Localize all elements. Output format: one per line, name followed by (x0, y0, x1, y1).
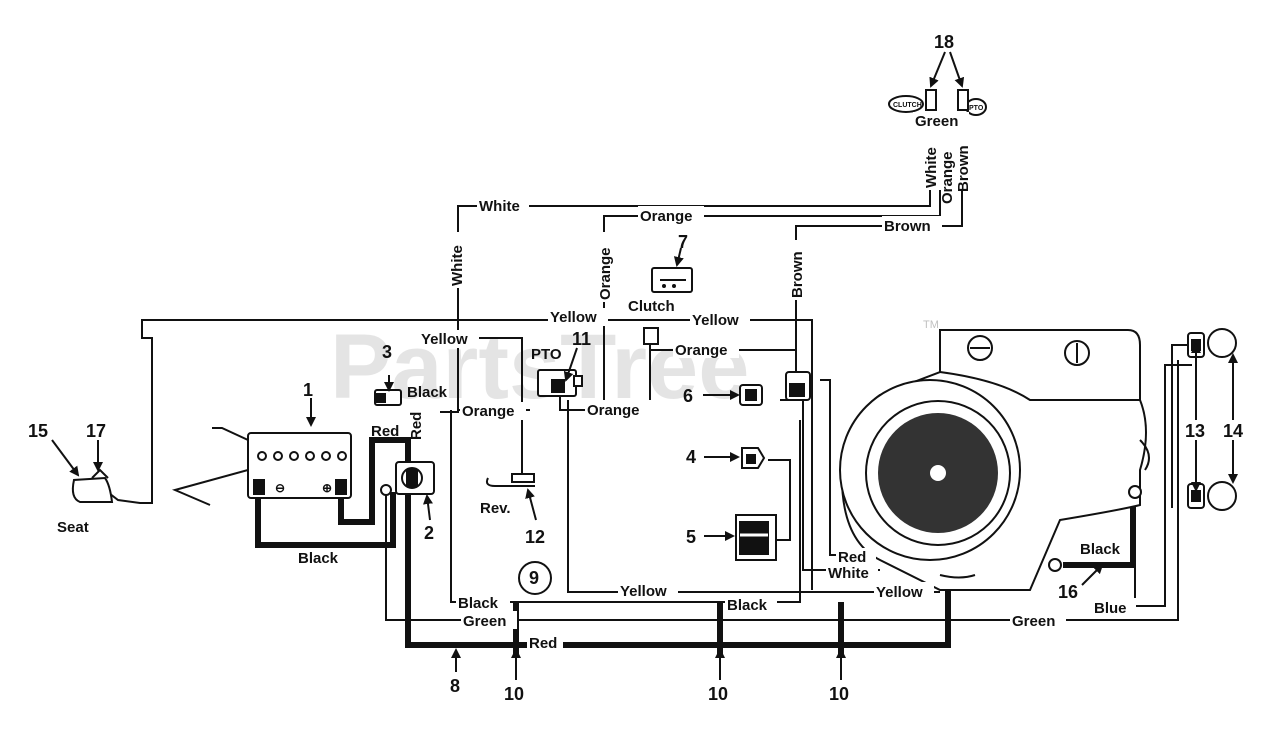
callout-3: 3 (382, 342, 392, 362)
label-orange-pto: Orange (462, 403, 515, 420)
label-red-vertical: Red (408, 412, 425, 440)
label-orange-18: Orange (939, 151, 956, 204)
clutch-light-label: CLUTCH (893, 102, 922, 109)
label-black-switch3: Black (407, 384, 448, 401)
callout-8: 8 (450, 676, 460, 696)
callout-arrows (51, 51, 1238, 680)
switch-3 (374, 389, 402, 406)
label-brown-vertical: Brown (789, 251, 806, 298)
label-yellow-bottom: Yellow (620, 583, 667, 600)
label-black-engine: Black (1080, 541, 1121, 558)
label-green-top: Green (915, 113, 958, 130)
label-blue: Blue (1094, 600, 1127, 617)
watermark-tm: TM (923, 319, 939, 331)
label-pto: PTO (531, 346, 562, 363)
callout-10b: 10 (708, 684, 728, 704)
wire-labels: White White Orange Orange Brown Brown Ye… (57, 112, 1136, 652)
callout-1: 1 (303, 380, 313, 400)
reverse-switch (485, 473, 535, 487)
component-6 (739, 384, 763, 406)
callout-16: 16 (1058, 582, 1078, 602)
label-clutch: Clutch (628, 298, 675, 315)
label-orange-top: Orange (640, 208, 693, 225)
label-yellow-top: Yellow (550, 309, 597, 326)
callout-12: 12 (525, 527, 545, 547)
callout-9: 9 (529, 568, 539, 588)
callout-11: 11 (572, 329, 591, 349)
label-orange-right: Orange (675, 342, 728, 359)
seat-switch (71, 468, 114, 503)
engine (839, 329, 1150, 591)
label-red-battery: Red (371, 423, 399, 440)
battery: ⊖ ⊕ (247, 432, 352, 499)
label-black-bottom-left: Black (458, 595, 499, 612)
callout-15: 15 (28, 421, 48, 441)
callout-6: 6 (683, 386, 693, 406)
label-white-engine: White (828, 565, 869, 582)
label-white-top: White (479, 198, 520, 215)
callout-5: 5 (686, 527, 696, 547)
pto-light-label: PTO (969, 105, 984, 112)
label-red-bottom: Red (529, 635, 557, 652)
ground-terminal (380, 484, 392, 496)
label-seat: Seat (57, 519, 89, 536)
label-green-bottom-left: Green (463, 613, 506, 630)
solenoid (395, 461, 435, 495)
label-white-vertical: White (449, 245, 466, 286)
callout-7: 7 (678, 232, 688, 252)
clutch-switch (643, 267, 693, 345)
battery-strap (171, 427, 249, 506)
svg-text:⊕: ⊕ (322, 481, 332, 495)
label-yellow-engine: Yellow (876, 584, 923, 601)
callout-circle-9 (518, 561, 552, 595)
label-black-battery: Black (298, 550, 339, 567)
callout-10a: 10 (504, 684, 524, 704)
callout-10c: 10 (829, 684, 849, 704)
connector-module (785, 371, 811, 401)
callout-2: 2 (424, 523, 434, 543)
label-yellow-left: Yellow (421, 331, 468, 348)
component-5 (735, 514, 777, 561)
headlight-bottom (1187, 481, 1237, 511)
label-black-bottom-mid: Black (727, 597, 768, 614)
pto-switch (537, 369, 583, 397)
label-green-bottom-right: Green (1012, 613, 1055, 630)
label-yellow-right: Yellow (692, 312, 739, 329)
callout-13: 13 (1185, 421, 1205, 441)
component-4 (741, 447, 766, 469)
callout-18: 18 (934, 32, 954, 52)
label-orange-vertical: Orange (597, 247, 614, 300)
svg-text:⊖: ⊖ (275, 481, 285, 495)
label-brown-18: Brown (955, 145, 972, 192)
callout-14: 14 (1223, 421, 1243, 441)
label-white-18: White (923, 147, 940, 188)
callout-4: 4 (686, 447, 696, 467)
label-brown-top: Brown (884, 218, 931, 235)
label-rev: Rev. (480, 500, 511, 517)
callout-17: 17 (86, 421, 106, 441)
label-red-engine: Red (838, 549, 866, 566)
indicator-lights: CLUTCH PTO (888, 89, 987, 116)
callout-numbers: 1 2 3 4 5 6 7 8 9 10 10 10 11 12 13 14 1… (28, 32, 1243, 704)
label-orange-mid: Orange (587, 402, 640, 419)
